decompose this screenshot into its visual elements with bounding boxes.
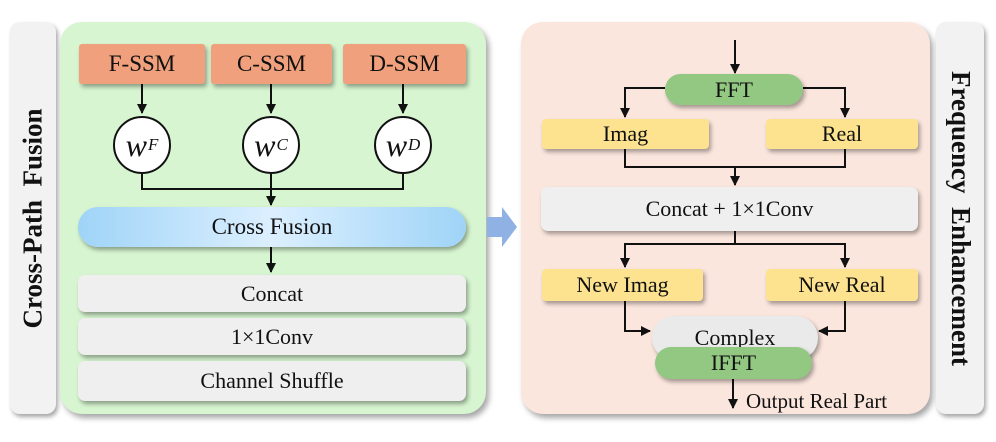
weight-symbol: w <box>254 126 276 163</box>
cross-fusion-box: Cross Fusion <box>78 207 466 247</box>
weight-symbol: w <box>125 126 147 163</box>
imag-box: Imag <box>542 119 709 149</box>
real-box: Real <box>766 119 918 149</box>
new-real-box: New Real <box>766 269 918 301</box>
channel-shuffle-box: Channel Shuffle <box>78 361 466 401</box>
flow-arrow <box>487 207 517 247</box>
concat-box: Concat <box>78 275 466 312</box>
weight-subscript: C <box>276 135 288 154</box>
f-ssm-box: F-SSM <box>79 44 205 84</box>
frequency-enhancement-label-box: Frequency Enhancement <box>936 22 984 414</box>
new-imag-box: New Imag <box>542 269 703 301</box>
c-ssm-box: C-SSM <box>211 44 332 84</box>
cross-path-fusion-label-box: Cross-Path Fusion <box>10 22 56 414</box>
output-real-part-label: Output Real Part <box>746 389 888 413</box>
concat-conv-box: Concat + 1×1Conv <box>541 187 918 231</box>
weight-subscript: F <box>147 135 159 154</box>
weight-symbol: w <box>385 126 408 163</box>
fft-box: FFT <box>665 74 803 105</box>
conv-1x1-box: 1×1Conv <box>78 318 466 355</box>
ifft-box: IFFT <box>655 347 812 379</box>
d-ssm-box: D-SSM <box>343 44 466 84</box>
weight-subscript: D <box>408 135 421 154</box>
